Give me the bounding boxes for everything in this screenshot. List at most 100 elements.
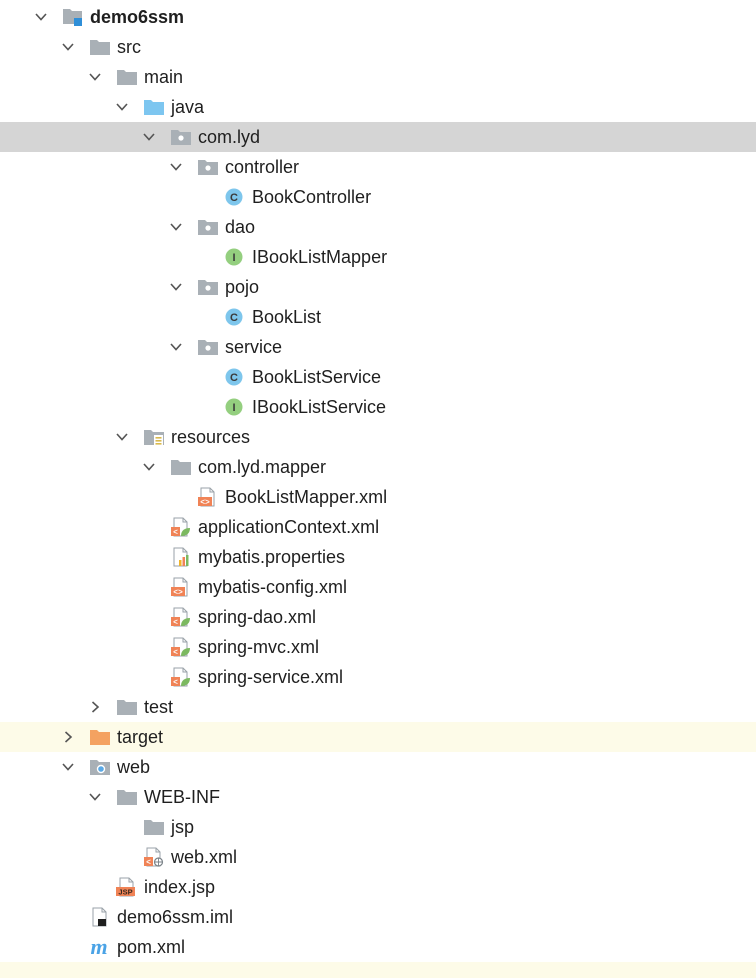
tree-row-target[interactable]: target (0, 722, 756, 752)
tree-row-ibooklistservice[interactable]: I IBookListService (0, 392, 756, 422)
excluded-folder-icon (89, 727, 111, 747)
tree-item-label: src (117, 37, 141, 57)
tree-item-label: main (144, 67, 184, 87)
tree-item-label: target (117, 727, 164, 747)
web-folder-icon (89, 757, 111, 777)
tree-row-applicationcontext-xml[interactable]: < applicationContext.xml (0, 512, 756, 542)
tree-row-com-lyd-mapper[interactable]: com.lyd.mapper (0, 452, 756, 482)
tree-row-mybatis-properties[interactable]: mybatis.properties (0, 542, 756, 572)
chevron-right-icon[interactable] (88, 692, 102, 722)
spring-xml-file-icon: < (170, 607, 192, 627)
svg-text:C: C (230, 372, 238, 384)
tree-item-label: web (117, 757, 151, 777)
tree-item-label: jsp (171, 817, 195, 837)
folder-icon (143, 817, 165, 837)
tree-row-service[interactable]: service (0, 332, 756, 362)
chevron-down-icon[interactable] (61, 32, 75, 62)
package-icon (170, 127, 192, 147)
tree-item-label: demo6ssm (90, 7, 185, 27)
tree-row-bookcontroller[interactable]: C BookController (0, 182, 756, 212)
tree-row-test[interactable]: test (0, 692, 756, 722)
class-icon: C (224, 307, 246, 327)
tree-row-controller[interactable]: controller (0, 152, 756, 182)
chevron-down-icon[interactable] (115, 92, 129, 122)
tree-item-label: IBookListMapper (252, 247, 388, 267)
tree-item-label: IBookListService (252, 397, 387, 417)
iml-file-icon (89, 907, 111, 927)
svg-text:C: C (230, 192, 238, 204)
svg-text:I: I (232, 402, 235, 414)
folder-icon (116, 697, 138, 717)
svg-text:<>: <> (173, 589, 183, 598)
package-icon (197, 277, 219, 297)
spring-xml-file-icon: < (170, 637, 192, 657)
tree-item-label: BookController (252, 187, 372, 207)
chevron-down-icon[interactable] (34, 2, 48, 32)
spring-xml-file-icon: < (170, 517, 192, 537)
tree-row-booklistmapper-xml[interactable]: <> BookListMapper.xml (0, 482, 756, 512)
tree-row-pojo[interactable]: pojo (0, 272, 756, 302)
chevron-down-icon[interactable] (88, 782, 102, 812)
tree-row-web-xml[interactable]: < web.xml (0, 842, 756, 872)
chevron-down-icon[interactable] (169, 332, 183, 362)
tree-row-pom-xml[interactable]: m pom.xml (0, 932, 756, 962)
svg-text:<: < (173, 679, 178, 688)
svg-text:m: m (90, 937, 107, 957)
package-icon (197, 337, 219, 357)
svg-text:<>: <> (200, 499, 210, 508)
chevron-down-icon[interactable] (169, 272, 183, 302)
tree-item-label: com.lyd.mapper (198, 457, 327, 477)
tree-row-demo6ssm-iml[interactable]: demo6ssm.iml (0, 902, 756, 932)
tree-item-label: web.xml (171, 847, 238, 867)
tree-item-label: applicationContext.xml (198, 517, 380, 537)
tree-item-label: WEB-INF (144, 787, 220, 807)
tree-row-demo6ssm[interactable]: demo6ssm (0, 2, 756, 32)
tree-item-label: mybatis-config.xml (198, 577, 348, 597)
tree-item-label: BookListMapper.xml (225, 487, 388, 507)
tree-item-label: spring-dao.xml (198, 607, 317, 627)
chevron-down-icon[interactable] (142, 452, 156, 482)
tree-row-com-lyd[interactable]: com.lyd (0, 122, 756, 152)
tree-row-spring-mvc-xml[interactable]: < spring-mvc.xml (0, 632, 756, 662)
tree-item-label: spring-mvc.xml (198, 637, 320, 657)
tree-row-spring-dao-xml[interactable]: < spring-dao.xml (0, 602, 756, 632)
source-folder-icon (143, 97, 165, 117)
resources-folder-icon (143, 427, 165, 447)
web-xml-file-icon: < (143, 847, 165, 867)
tree-row-java[interactable]: java (0, 92, 756, 122)
chevron-down-icon[interactable] (88, 62, 102, 92)
chevron-down-icon[interactable] (142, 122, 156, 152)
tree-item-label: spring-service.xml (198, 667, 344, 687)
tree-item-label: demo6ssm.iml (117, 907, 234, 927)
chevron-right-icon[interactable] (61, 722, 75, 752)
tree-item-label: controller (225, 157, 300, 177)
tree-row-dao[interactable]: dao (0, 212, 756, 242)
tree-row-mybatis-config-xml[interactable]: <> mybatis-config.xml (0, 572, 756, 602)
interface-icon: I (224, 397, 246, 417)
tree-item-label: service (225, 337, 283, 357)
tree-row-jsp[interactable]: jsp (0, 812, 756, 842)
chevron-down-icon[interactable] (115, 422, 129, 452)
chevron-down-icon[interactable] (169, 152, 183, 182)
chevron-down-icon[interactable] (61, 752, 75, 782)
tree-row-spring-service-xml[interactable]: < spring-service.xml (0, 662, 756, 692)
folder-icon (116, 67, 138, 87)
tree-item-label: pom.xml (117, 937, 186, 957)
tree-item-label: mybatis.properties (198, 547, 346, 567)
xml-file-icon: <> (170, 577, 192, 597)
chevron-down-icon[interactable] (169, 212, 183, 242)
tree-row-web-inf[interactable]: WEB-INF (0, 782, 756, 812)
properties-file-icon (170, 547, 192, 567)
tree-row-resources[interactable]: resources (0, 422, 756, 452)
svg-text:<: < (173, 619, 178, 628)
tree-row-web[interactable]: web (0, 752, 756, 782)
tree-row-src[interactable]: src (0, 32, 756, 62)
tree-row-main[interactable]: main (0, 62, 756, 92)
jsp-file-icon: JSP (116, 877, 138, 897)
svg-text:<: < (173, 529, 178, 538)
